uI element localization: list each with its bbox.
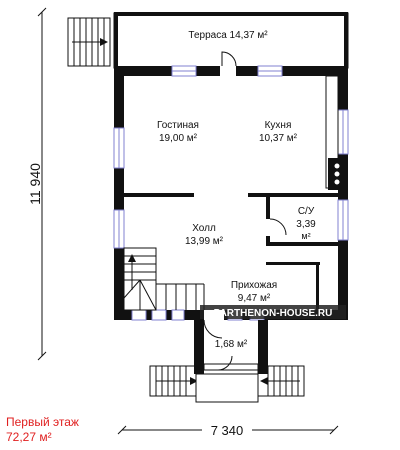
hall-area: 13,99 м² (185, 236, 224, 247)
bathroom-area-unit: м² (301, 231, 310, 241)
terrace-rail-top (114, 12, 348, 16)
interior-stair-arrow-icon (128, 254, 136, 262)
entry-stair-right-arrow-icon (260, 377, 268, 385)
hall-name: Холл (192, 223, 216, 234)
terrace-rail-right (344, 12, 348, 68)
porch (194, 320, 268, 374)
floor-total-area: 72,27 м² (6, 430, 52, 444)
entry-stair-left (149, 365, 197, 397)
height-dimension (37, 7, 47, 361)
bathroom-name: С/У (298, 206, 315, 217)
terrace-stair (67, 17, 111, 67)
width-dimension-label: 7 340 (211, 423, 244, 438)
kitchen-name: Кухня (265, 120, 292, 131)
living-room-area: 19,00 м² (159, 133, 198, 144)
terrace-rail-left (114, 12, 118, 68)
entry-stair-left-arrow-icon (190, 377, 198, 385)
porch-bottom-door-swing (217, 355, 233, 371)
height-dimension-label: 11 940 (27, 163, 43, 205)
floor-title: Первый этаж (6, 415, 79, 429)
interior-stair (123, 247, 205, 311)
kitchen-area: 10,37 м² (259, 133, 298, 144)
porch-door-gap (204, 310, 224, 320)
entry-name: Прихожая (231, 280, 277, 291)
internal-walls (124, 193, 338, 310)
porch-door-bottom (203, 363, 259, 371)
bathroom-area: 3,39 (296, 219, 316, 230)
porch-door-swing (203, 319, 223, 339)
porch-area: 1,68 м² (215, 339, 248, 350)
stair-arrow-icon (100, 38, 108, 46)
watermark-band (200, 305, 346, 319)
watermark: PARTHENON-HOUSE.RU (214, 308, 333, 319)
bathroom-door-swing (269, 218, 287, 236)
top-windows (171, 65, 283, 77)
entry-area: 9,47 м² (238, 293, 271, 304)
terrace-door-gap (220, 66, 236, 76)
entry-landing (195, 373, 259, 403)
terrace-label: Терраса 14,37 м² (188, 30, 268, 41)
left-windows (113, 127, 125, 249)
living-room-name: Гостиная (157, 120, 199, 131)
terrace-door-swing (221, 51, 237, 67)
